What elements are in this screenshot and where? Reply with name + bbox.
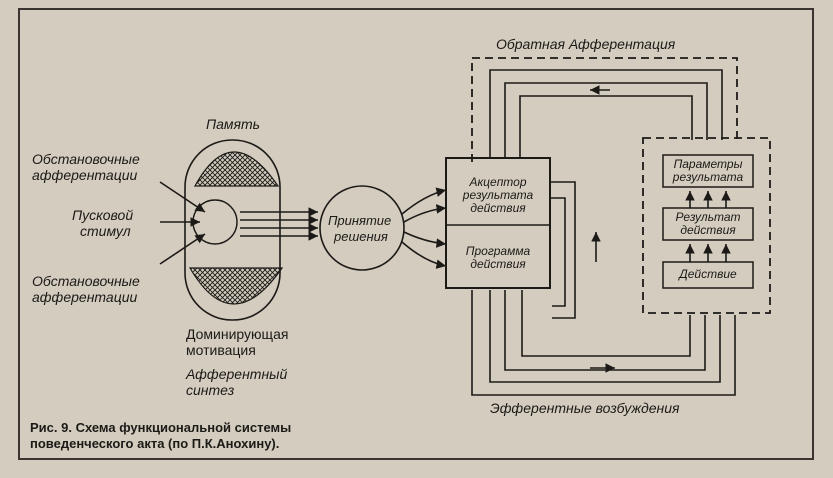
efferent-loop-2 xyxy=(489,290,721,383)
acceptor-program-block xyxy=(445,157,551,289)
program-label-2: действия xyxy=(470,257,526,271)
label-synthesis-2: синтез xyxy=(186,382,235,398)
label-synthesis-1: Афферентный xyxy=(186,366,288,382)
efferent-loop-1 xyxy=(471,290,736,396)
acceptor-label: Акцептор результата действия xyxy=(448,176,548,215)
label-memory: Память xyxy=(206,116,261,132)
params-box xyxy=(662,154,754,188)
feedback-loop-2 xyxy=(504,82,708,158)
feedback-loop-3 xyxy=(519,95,693,158)
label-situational-bottom-1: Обстановочные xyxy=(32,273,140,289)
motivation-dome xyxy=(188,267,284,305)
label-feedback: Обратная Афферентация xyxy=(496,36,676,52)
label-motivation-2: мотивация xyxy=(186,342,256,358)
params-label-2: результата xyxy=(672,170,744,184)
params-label-1: Параметры xyxy=(673,157,743,171)
feedback-loop-1 xyxy=(489,69,723,158)
params-label: Параметры результата xyxy=(663,158,753,184)
label-trigger-1: Пусковой xyxy=(72,207,134,223)
result-label: Результат действия xyxy=(663,211,753,237)
label-situational-top-1: Обстановочные xyxy=(32,151,140,167)
label-efferent: Эфферентные возбуждения xyxy=(490,400,680,416)
efferent-loop-3 xyxy=(504,290,706,371)
label-situational-top-2: афферентации xyxy=(32,167,138,183)
figure-caption: Рис. 9. Схема функциональной системы пов… xyxy=(30,420,291,452)
afferent-synthesis-oval xyxy=(184,139,281,321)
label-decision-1: Принятие xyxy=(328,213,392,228)
result-label-1: Результат xyxy=(675,210,741,224)
efferent-loop-4 xyxy=(521,290,691,357)
label-trigger-2: стимул xyxy=(80,223,131,239)
acceptor-label-1: Акцептор xyxy=(469,175,527,189)
memory-dome xyxy=(193,151,280,187)
decision-circle xyxy=(319,185,405,271)
label-decision-2: решения xyxy=(334,229,388,244)
feedback-dashed-loop xyxy=(471,57,738,162)
caption-line-1: Рис. 9. Схема функциональной системы xyxy=(30,420,292,435)
program-label-1: Программа xyxy=(465,244,531,258)
caption-line-2: поведенческого акта (по П.К.Анохину). xyxy=(30,436,280,451)
label-motivation-1: Доминирующая xyxy=(186,326,289,342)
program-label: Программа действия xyxy=(448,245,548,271)
action-label: Действие xyxy=(679,267,737,281)
arrow-situational-top xyxy=(159,181,206,213)
result-label-2: действия xyxy=(680,223,736,237)
figure-frame xyxy=(18,8,814,460)
acceptor-label-3: действия xyxy=(470,201,526,215)
label-situational-bottom-2: афферентации xyxy=(32,289,138,305)
result-dashed-box xyxy=(642,137,771,314)
acceptor-label-2: результата xyxy=(462,188,534,202)
arrow-situational-bottom xyxy=(159,233,206,265)
